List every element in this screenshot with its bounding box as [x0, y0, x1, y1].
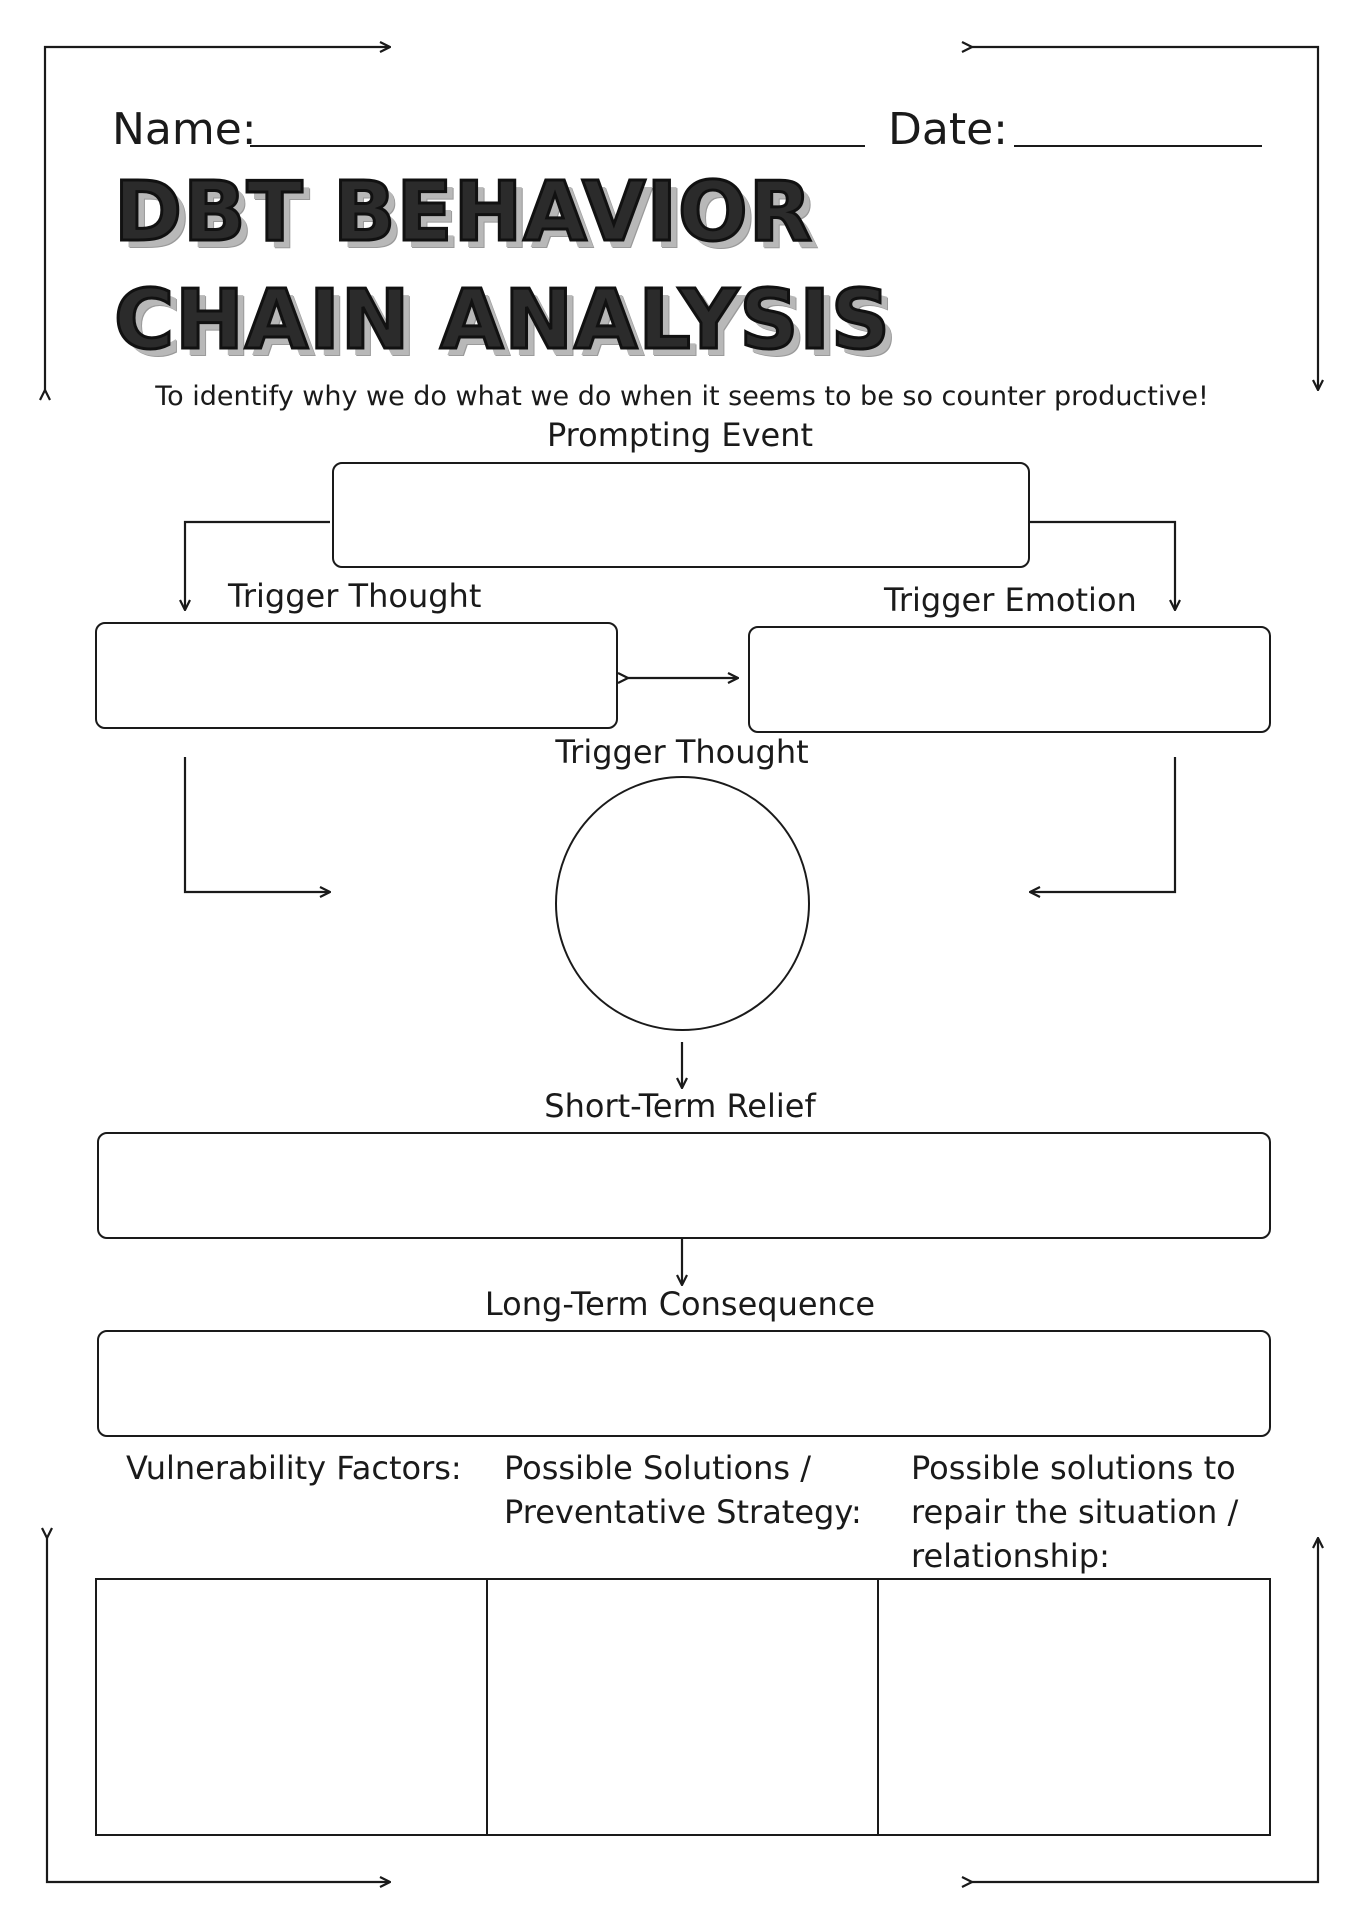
prompting-event-label: Prompting Event — [546, 416, 814, 454]
arrow-prompt-to-emotion — [1030, 520, 1175, 610]
preventative-strategy-label: Possible Solutions / Preventative Strate… — [504, 1449, 862, 1531]
page-subtitle: To identify why we do what we do when it… — [155, 381, 1209, 412]
corner-arrow-bottom-right — [972, 1538, 1318, 1882]
corner-arrow-bottom-left — [47, 1538, 390, 1882]
long-term-consequence-label: Long-Term Consequence — [484, 1285, 876, 1323]
repair-solutions-label: Possible solutions to repair the situati… — [911, 1449, 1239, 1575]
arrow-thought-to-circle — [183, 757, 330, 892]
page-title-line-1: DBT BEHAVIOR — [113, 165, 814, 260]
arrow-prompt-to-thought — [185, 520, 330, 610]
corner-arrow-top-right — [972, 47, 1318, 390]
trigger-emotion-label: Trigger Emotion — [884, 581, 1137, 619]
trigger-thought-center-label: Trigger Thought — [555, 733, 809, 771]
long-term-consequence-box[interactable] — [97, 1330, 1271, 1437]
corner-arrow-top-left — [45, 47, 390, 390]
date-label: Date: — [888, 104, 1008, 155]
name-label: Name: — [112, 104, 257, 155]
name-input-line[interactable] — [250, 145, 865, 147]
page-title-line-2: CHAIN ANALYSIS — [113, 273, 892, 368]
date-input-line[interactable] — [1014, 145, 1262, 147]
prompting-event-box[interactable] — [332, 462, 1030, 568]
trigger-emotion-box[interactable] — [748, 626, 1271, 733]
short-term-relief-box[interactable] — [97, 1132, 1271, 1239]
trigger-thought-circle[interactable] — [555, 776, 810, 1031]
repair-solutions-cell[interactable] — [877, 1578, 1271, 1836]
preventative-strategy-cell[interactable] — [486, 1578, 879, 1836]
trigger-thought-label: Trigger Thought — [228, 577, 482, 615]
arrow-emotion-to-circle — [1030, 757, 1177, 892]
vulnerability-factors-cell[interactable] — [95, 1578, 488, 1836]
vulnerability-factors-label: Vulnerability Factors: — [126, 1449, 462, 1487]
trigger-thought-box[interactable] — [95, 622, 618, 729]
short-term-relief-label: Short-Term Relief — [544, 1087, 816, 1125]
